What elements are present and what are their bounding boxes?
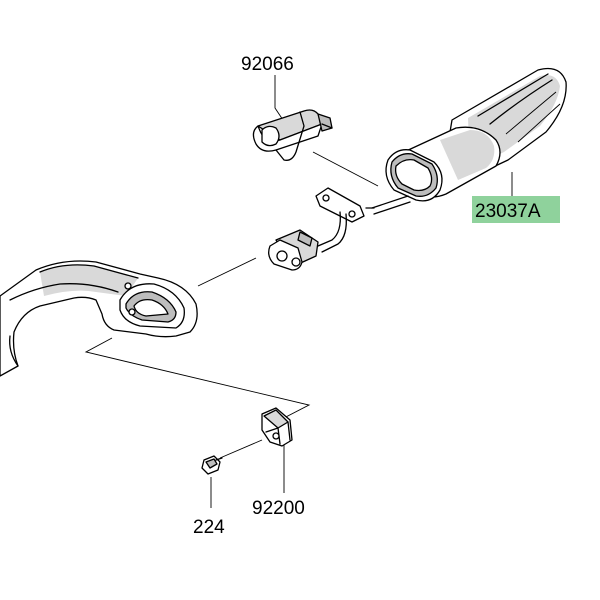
part-number-92066[interactable]: 92066: [241, 54, 294, 75]
part-number-23037A[interactable]: 23037A: [475, 201, 541, 222]
clip-92200-drawing: [261, 407, 293, 447]
leader-lines: [84, 75, 513, 508]
screw-224-drawing: [201, 455, 223, 475]
part-number-92200[interactable]: 92200: [252, 498, 305, 519]
part-number-224[interactable]: 224: [193, 517, 225, 538]
clamp-92066-drawing: [252, 109, 333, 161]
signal-23037A-drawing: [371, 67, 567, 215]
fairing-drawing: [0, 260, 198, 377]
part-labels: 92066 23037A 224 92200: [193, 54, 560, 538]
connector-drawing: [268, 229, 319, 271]
wire-bracket-drawing: [315, 187, 375, 253]
label-highlight: [472, 196, 560, 223]
